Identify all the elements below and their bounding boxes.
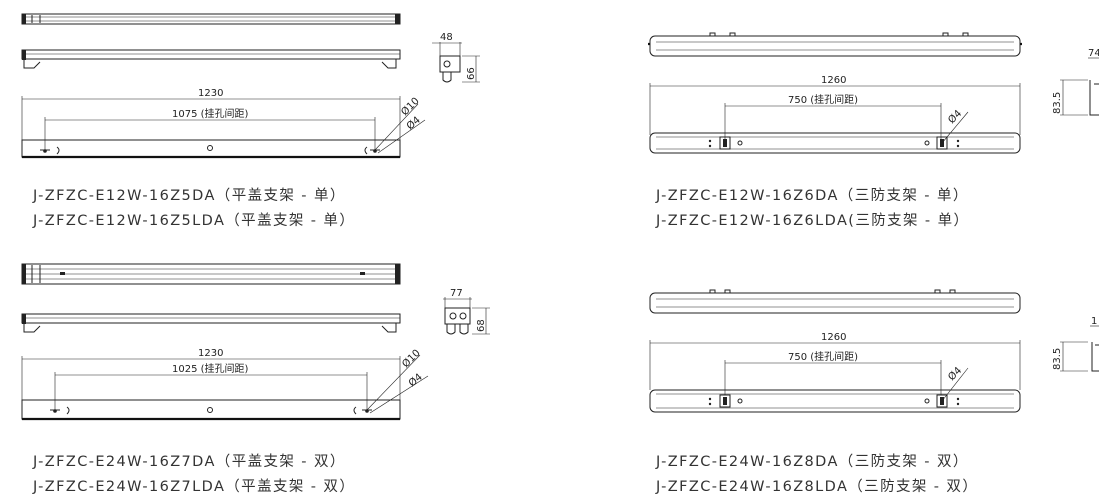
model-caption-1: J-ZFZC-E24W-16Z7DA（平盖支架 - 双） — [33, 454, 346, 470]
dim-diameter-large: Ø10 — [399, 95, 422, 118]
base-plate — [21, 139, 401, 158]
dim-diameter-large: Ø10 — [400, 347, 423, 370]
dim-length: 1230 — [198, 88, 223, 99]
dim-width: 1 — [1091, 316, 1097, 327]
dim-height: 83.5 — [1052, 348, 1063, 370]
technical-drawing-z7: 77 68 1230 1025 (挂孔间距) — [21, 263, 490, 421]
model-caption-1: J-ZFZC-E24W-16Z8DA（三防支架 - 双） — [656, 454, 969, 470]
drawing-panel-z5: 48 66 1230 1075 (挂孔间距) Ø10 — [0, 0, 520, 245]
end-view-profile: 77 68 — [443, 288, 490, 335]
dim-hole-spacing: 1075 (挂孔间距) — [172, 107, 249, 120]
housing-top-view — [648, 32, 1022, 57]
dim-hole-spacing: 750 (挂孔间距) — [788, 350, 858, 363]
dim-width: 48 — [440, 32, 453, 43]
dim-diameter-small: Ø4 — [406, 371, 425, 389]
drawing-panel-z8: 1 83.5 1260 750 (挂孔间距) — [560, 250, 1099, 501]
housing-base-view — [649, 389, 1021, 413]
bracket-side-view — [21, 313, 401, 324]
tube-top-view — [21, 13, 401, 25]
dim-diameter-small: Ø4 — [946, 108, 965, 127]
dim-hole-spacing: 750 (挂孔间距) — [788, 93, 858, 106]
end-view-profile: 48 66 — [432, 32, 480, 83]
base-plate — [21, 399, 401, 420]
housing-base-view — [649, 132, 1021, 154]
drawing-panel-z6: 74 83.5 1260 750 (挂孔间距) — [560, 0, 1099, 245]
dim-length: 1260 — [821, 75, 846, 86]
end-view-profile: 1 83.5 — [1052, 316, 1099, 372]
dim-height: 68 — [476, 319, 487, 332]
dim-length: 1230 — [198, 348, 223, 359]
technical-drawing-z8: 1 83.5 1260 750 (挂孔间距) — [649, 289, 1099, 413]
bracket-side-view — [21, 49, 401, 60]
dim-hole-spacing: 1025 (挂孔间距) — [172, 362, 249, 375]
model-caption-1: J-ZFZC-E12W-16Z6DA（三防支架 - 单） — [656, 188, 969, 204]
model-caption-2: J-ZFZC-E12W-16Z5LDA（平盖支架 - 单） — [33, 213, 356, 229]
dim-length: 1260 — [821, 332, 846, 343]
dim-width: 77 — [450, 288, 463, 299]
dim-width: 74 — [1088, 48, 1099, 59]
technical-drawing-z5: 48 66 1230 1075 (挂孔间距) Ø10 — [21, 13, 480, 159]
technical-drawing-z6: 74 83.5 1260 750 (挂孔间距) — [648, 32, 1099, 154]
dim-height: 66 — [466, 67, 477, 80]
model-caption-2: J-ZFZC-E24W-16Z7LDA（平盖支架 - 双） — [33, 479, 356, 495]
housing-top-view — [649, 289, 1021, 314]
dim-height: 83.5 — [1052, 92, 1063, 114]
model-caption-2: J-ZFZC-E12W-16Z6LDA(三防支架 - 单） — [656, 213, 970, 229]
model-caption-2: J-ZFZC-E24W-16Z8LDA（三防支架 - 双） — [656, 479, 979, 495]
end-view-profile: 74 83.5 — [1052, 48, 1099, 116]
dim-diameter-small: Ø4 — [946, 365, 965, 384]
drawing-panel-z7: 77 68 1230 1025 (挂孔间距) — [0, 250, 520, 501]
model-caption-1: J-ZFZC-E12W-16Z5DA（平盖支架 - 单） — [33, 188, 346, 204]
